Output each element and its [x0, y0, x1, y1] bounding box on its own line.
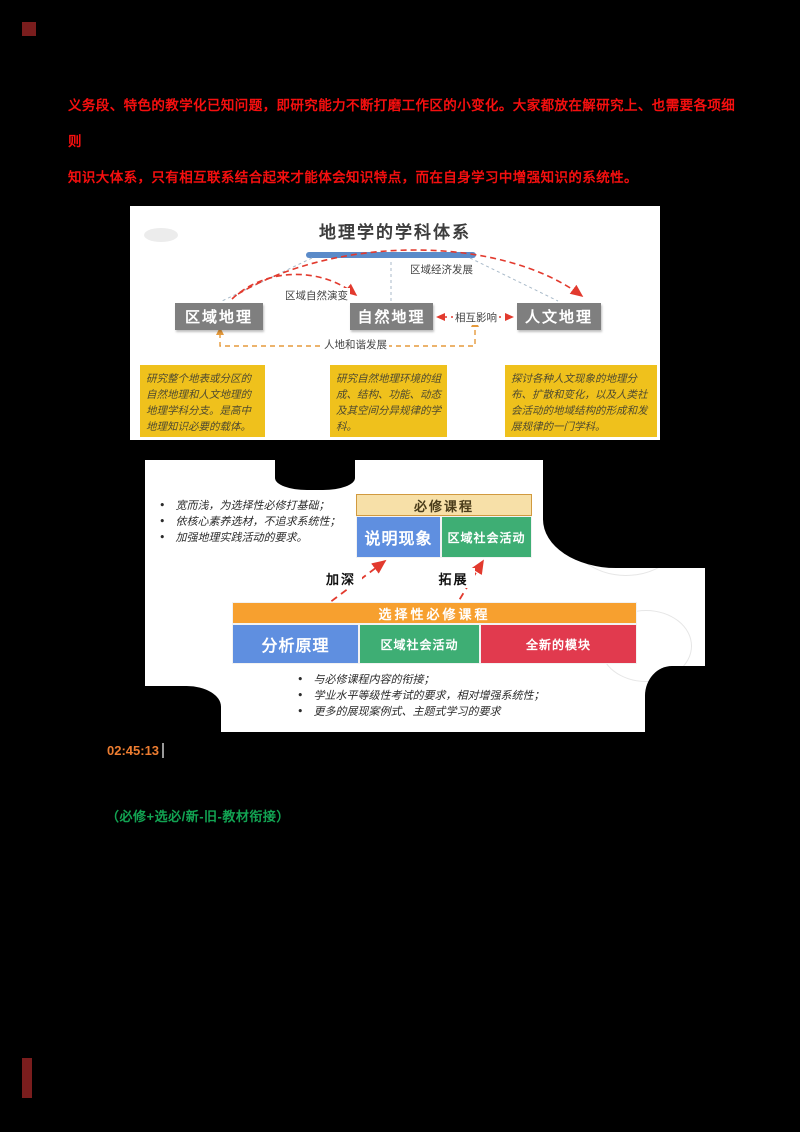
module-brand-new-module: 全新的模块	[480, 624, 637, 664]
list-item: •加强地理实践活动的要求。	[159, 531, 308, 544]
relation-label-expand: 拓展	[432, 568, 475, 588]
bullet-icon: •	[159, 531, 166, 544]
module-analyze-principles: 分析原理	[232, 624, 359, 664]
timestamp-text[interactable]: 02:45:13	[107, 743, 160, 758]
description-human-geography: 探讨各种人文现象的地理分布、扩散和变化，以及人类社会活动的地域结构的形成和发展规…	[505, 365, 657, 437]
intro-line-2: 知识大体系，只有相互联系结合起来才能体会知识特点，而在自身学习中增强知识的系统性…	[68, 170, 638, 185]
corner-mark-bottom-left	[22, 1058, 32, 1098]
node-human-geography: 人文地理	[517, 303, 601, 330]
corner-mark-top-left	[22, 22, 36, 36]
title-underline-bar	[306, 252, 476, 258]
relation-label-deepen: 加深	[320, 568, 362, 588]
module-explain-phenomena: 说明现象	[356, 516, 441, 558]
description-physical-geography: 研究自然地理环境的组成、结构、功能、动态及其空间分异规律的学科。	[330, 365, 447, 437]
intro-paragraph: 义务段、特色的教学化已知问题，即研究能力不断打磨工作区的小变化。大家都放在解研究…	[68, 88, 744, 196]
intro-line-1: 义务段、特色的教学化已知问题，即研究能力不断打磨工作区的小变化。大家都放在解研究…	[68, 98, 736, 149]
discipline-system-diagram-image[interactable]: 地理学的学科体系 区域地理 自然地	[130, 206, 660, 440]
timestamp-note[interactable]: 02:45:13	[107, 743, 165, 758]
module-regional-social-activity-required: 区域社会活动	[441, 516, 532, 558]
module-regional-social-activity-elective: 区域社会活动	[359, 624, 480, 664]
text-cursor	[162, 743, 165, 758]
diagram-title: 地理学的学科体系	[319, 223, 471, 242]
image-artifact-blob	[275, 460, 355, 490]
course-structure-diagram-image[interactable]: •宽而浅，为选择性必修打基础； •依核心素养选材，不追求系统性； •加强地理实践…	[145, 460, 705, 732]
list-item: •更多的展现案例式、主题式学习的要求	[297, 705, 501, 718]
image-artifact-blob	[145, 686, 221, 732]
scan-smudge	[144, 228, 178, 242]
required-course-notes: •宽而浅，为选择性必修打基础； •依核心素养选材，不追求系统性； •加强地理实践…	[159, 498, 341, 546]
edge-label-mutual-influence: 相互影响	[453, 310, 499, 325]
elective-course-header: 选择性必修课程	[232, 602, 637, 624]
bullet-icon: •	[297, 705, 304, 718]
bullet-icon: •	[159, 515, 166, 528]
node-regional-geography: 区域地理	[175, 303, 263, 330]
bullet-icon: •	[297, 689, 304, 702]
bullet-icon: •	[297, 673, 304, 686]
list-item: •学业水平等级性考试的要求，相对增强系统性；	[297, 689, 545, 702]
bullet-icon: •	[159, 499, 166, 512]
edge-label-harmonious-development: 人地和谐发展	[322, 337, 389, 352]
green-heading-note: （必修+选必/新-旧-教材衔接）	[106, 809, 290, 824]
node-physical-geography: 自然地理	[350, 303, 433, 330]
edge-label-economic-development: 区域经济发展	[408, 262, 475, 277]
list-item: •宽而浅，为选择性必修打基础；	[159, 499, 330, 512]
elective-course-notes: •与必修课程内容的衔接； •学业水平等级性考试的要求，相对增强系统性； •更多的…	[297, 672, 545, 720]
edge-label-natural-evolution: 区域自然演变	[283, 288, 350, 303]
image-artifact-blob	[645, 666, 705, 732]
required-course-header: 必修课程	[356, 494, 532, 516]
list-item: •依核心素养选材，不追求系统性；	[159, 515, 341, 528]
image-artifact-blob	[627, 460, 705, 540]
description-regional-geography: 研究整个地表或分区的自然地理和人文地理的地理学科分支。是高中地理知识必要的载体。	[140, 365, 265, 437]
list-item: •与必修课程内容的衔接；	[297, 673, 435, 686]
